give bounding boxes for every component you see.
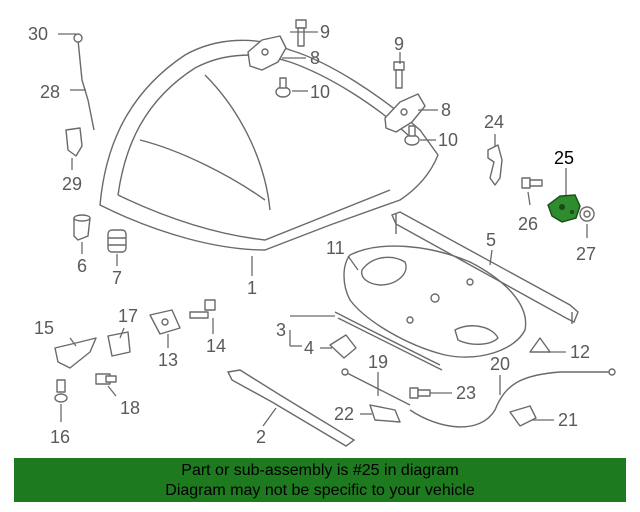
hood-hinge-left xyxy=(247,35,287,71)
callout-30: 30 xyxy=(28,24,48,44)
callout-2: 2 xyxy=(256,427,266,447)
latch-assembly-highlighted xyxy=(547,194,581,223)
release-cable xyxy=(409,368,616,428)
callout-4: 4 xyxy=(304,338,314,358)
bolt-14 xyxy=(189,299,216,319)
clip-4 xyxy=(329,334,357,359)
hood-hinge-right xyxy=(384,93,426,133)
striker-24 xyxy=(487,144,503,186)
callout-18: 18 xyxy=(120,398,140,418)
bolt-16 xyxy=(54,379,68,403)
bracket-21 xyxy=(509,405,537,427)
callout-22: 22 xyxy=(334,404,354,424)
callout-9-left: 9 xyxy=(320,22,330,42)
release-lever-rod xyxy=(341,368,411,406)
release-handle xyxy=(369,404,401,423)
bracket-17 xyxy=(107,331,131,357)
grommet-12 xyxy=(529,337,551,353)
hood-panel xyxy=(99,39,439,251)
parts-diagram: 30 9 8 10 28 9 8 10 29 6 7 1 11 5 24 25 … xyxy=(28,19,616,447)
callout-8-left: 8 xyxy=(310,48,320,68)
banner-line-2: Diagram may not be specific to your vehi… xyxy=(165,482,475,499)
callout-23: 23 xyxy=(456,383,476,403)
callout-19: 19 xyxy=(368,352,388,372)
notice-banner: Part or sub-assembly is #25 in diagram D… xyxy=(14,458,626,502)
callout-26: 26 xyxy=(518,214,538,234)
bolt-9-right xyxy=(393,61,405,89)
hood-prop-rod xyxy=(73,33,95,131)
callout-8-right: 8 xyxy=(441,100,451,120)
callout-20: 20 xyxy=(490,354,510,374)
hood-insulator xyxy=(343,245,527,358)
callout-5: 5 xyxy=(486,230,496,250)
nut-10-right xyxy=(404,125,420,146)
callout-17: 17 xyxy=(118,306,138,326)
callout-14: 14 xyxy=(206,336,226,356)
hood-seal-strip xyxy=(391,211,579,324)
bolt-23 xyxy=(409,387,431,399)
leader-lines xyxy=(58,31,588,427)
callout-15: 15 xyxy=(34,318,54,338)
hood-stopper-7 xyxy=(107,229,127,253)
callout-16: 16 xyxy=(50,427,70,447)
callout-6: 6 xyxy=(77,256,87,276)
callout-10-right: 10 xyxy=(438,130,458,150)
lower-seal-strip xyxy=(226,369,356,447)
prop-rod-clip xyxy=(65,127,83,157)
nut-10-left xyxy=(275,77,291,98)
bolt-26 xyxy=(521,177,543,189)
callout-10-left: 10 xyxy=(310,82,330,102)
nut-18 xyxy=(95,373,117,385)
bolt-9-left xyxy=(295,19,307,47)
callout-24: 24 xyxy=(484,112,504,132)
callout-11: 11 xyxy=(326,238,345,258)
callout-1: 1 xyxy=(247,278,257,298)
callout-12: 12 xyxy=(570,342,590,362)
callout-28: 28 xyxy=(40,82,60,102)
callout-13: 13 xyxy=(158,350,178,370)
callout-labels: 30 9 8 10 28 9 8 10 29 6 7 1 11 5 24 25 … xyxy=(28,22,596,447)
callout-9-right: 9 xyxy=(394,34,404,54)
grommet-27 xyxy=(579,206,595,222)
callout-25-highlighted: 25 xyxy=(554,148,574,168)
hood-weatherstrip xyxy=(334,311,443,371)
callout-29: 29 xyxy=(62,174,82,194)
banner-line-1: Part or sub-assembly is #25 in diagram xyxy=(181,462,459,479)
hood-bumper-6 xyxy=(73,214,91,241)
callout-27: 27 xyxy=(576,244,596,264)
callout-21: 21 xyxy=(558,410,578,430)
bracket-15 xyxy=(54,337,97,369)
callout-3: 3 xyxy=(276,320,286,340)
bracket-13 xyxy=(149,309,181,335)
callout-7: 7 xyxy=(112,268,122,288)
